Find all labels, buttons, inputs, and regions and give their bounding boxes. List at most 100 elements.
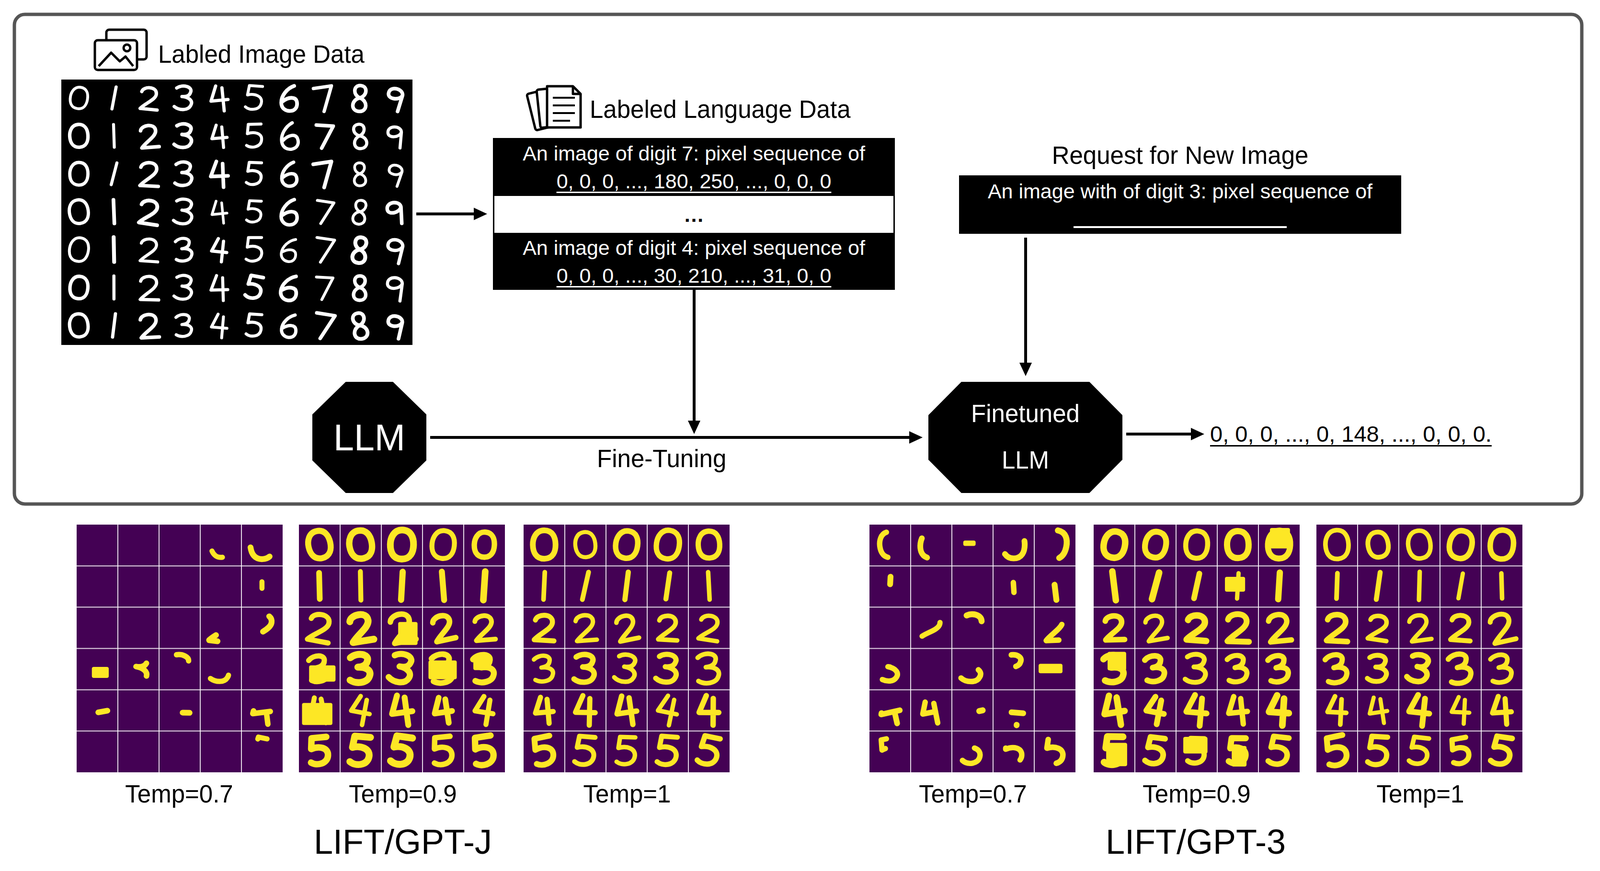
pixel-sequence: 0, 0, 0, ..., 180, 250, ..., 0, 0, 0 xyxy=(556,167,832,195)
grid-line xyxy=(869,565,1076,567)
sample-fragment xyxy=(1010,572,1018,600)
llm-label: Finetuned LLM xyxy=(960,390,1091,484)
mnist-digit xyxy=(67,236,91,263)
connector-line xyxy=(416,212,475,216)
sample-fragment xyxy=(920,614,944,642)
sample-digit xyxy=(1488,653,1513,684)
mnist-digit xyxy=(174,313,193,337)
pixel-sequence: 0, 0, 0, ..., 30, 210, ..., 31, 0, 0 xyxy=(556,261,832,290)
sample-digit xyxy=(574,735,596,766)
grid-line xyxy=(1093,730,1300,732)
mnist-digit xyxy=(112,86,117,110)
mnist-digit xyxy=(210,274,229,301)
mnist-digit xyxy=(314,125,333,149)
sample-digit xyxy=(616,736,636,765)
sample-digit xyxy=(1235,572,1240,599)
mnist-digit xyxy=(353,275,367,301)
mnist-digit xyxy=(313,85,335,113)
sample-digit xyxy=(348,653,371,684)
sample-digit xyxy=(1268,613,1292,642)
request-box: Request for New ImageAn image with of di… xyxy=(959,175,1402,234)
grid-line xyxy=(869,689,1076,691)
sample-grid xyxy=(869,524,1076,773)
sample-digit xyxy=(432,736,454,766)
sample-fragment xyxy=(960,653,983,683)
mnist-digit xyxy=(352,123,368,150)
sample-digit xyxy=(1446,651,1473,685)
sample-digit xyxy=(1367,736,1388,766)
sample-digit xyxy=(665,572,670,599)
grid-background xyxy=(1093,524,1300,773)
sample-fragment xyxy=(1045,737,1064,764)
arrowhead xyxy=(1019,362,1032,377)
mnist-digit xyxy=(68,275,89,300)
grid-line xyxy=(523,689,730,691)
sample-fragment xyxy=(250,612,276,643)
sample-blob xyxy=(91,666,109,678)
sample-digit xyxy=(614,529,640,560)
sample-digit xyxy=(1225,653,1248,683)
output-text-node: 0, 0, 0, ..., 0, 148, ..., 0, 0, 0. xyxy=(1210,417,1546,451)
sample-digit xyxy=(1326,614,1349,642)
sample-fragment xyxy=(84,693,110,727)
arrow-connector xyxy=(416,207,488,221)
sample-digit xyxy=(1185,694,1209,727)
sample-digit xyxy=(1187,738,1205,764)
mnist-digit xyxy=(281,85,298,112)
model-label: LIFT/GPT-J xyxy=(313,821,492,863)
mnist-digit xyxy=(386,201,404,226)
arrowhead xyxy=(909,431,923,444)
sample-digit xyxy=(429,652,455,685)
mnist-digit xyxy=(138,199,161,226)
sample-fragment xyxy=(1045,615,1066,641)
mnist-digit xyxy=(352,85,368,113)
sample-digit xyxy=(431,613,456,642)
image-icon-mountain xyxy=(98,52,134,67)
sample-digit xyxy=(1326,696,1348,725)
language-data-box: An image of digit 4: pixel sequence of0,… xyxy=(492,232,895,290)
sample-fragment xyxy=(125,652,150,685)
sample-grid xyxy=(298,524,505,773)
mnist-digit xyxy=(246,313,263,337)
sample-digit xyxy=(1266,653,1291,684)
sample-digit xyxy=(1488,611,1517,644)
finetuned-llm-octagon: Finetuned LLM xyxy=(928,381,1123,493)
mnist-digit xyxy=(245,85,263,110)
sample-digit xyxy=(1367,654,1388,683)
sample-digit xyxy=(474,614,496,641)
sample-blob xyxy=(1038,663,1063,674)
sample-fragment xyxy=(877,694,903,727)
sample-digit xyxy=(389,529,414,560)
mnist-digit xyxy=(386,87,404,112)
sample-digit xyxy=(1267,529,1291,560)
sample-digit xyxy=(614,694,639,727)
mnist-digit xyxy=(387,126,402,149)
sample-digit xyxy=(658,615,679,641)
sample-digit xyxy=(542,571,547,600)
sample-fragment xyxy=(1002,695,1025,726)
sample-digit xyxy=(1365,530,1391,559)
sample-digit xyxy=(1335,573,1340,599)
sample-fragment xyxy=(959,693,986,728)
blank-line xyxy=(1073,226,1287,229)
sample-digit xyxy=(307,654,331,684)
sample-digit xyxy=(482,571,487,601)
connector-line xyxy=(430,435,911,439)
sample-digit xyxy=(357,571,364,601)
sample-digit xyxy=(389,693,415,727)
mnist-digit xyxy=(352,199,368,225)
document-icon xyxy=(526,86,581,131)
connector-line xyxy=(1024,237,1028,364)
mnist-digit xyxy=(173,198,194,225)
mnist-digit xyxy=(112,313,116,338)
sample-digit xyxy=(388,651,414,685)
mnist-digit xyxy=(386,164,403,187)
grid-line xyxy=(1093,689,1300,691)
grid-line xyxy=(298,730,505,732)
grid-line xyxy=(1316,689,1523,691)
mnist-digit xyxy=(278,122,300,151)
document-fold xyxy=(572,86,581,94)
sample-digit xyxy=(1109,571,1119,601)
sample-digit xyxy=(1406,529,1433,560)
